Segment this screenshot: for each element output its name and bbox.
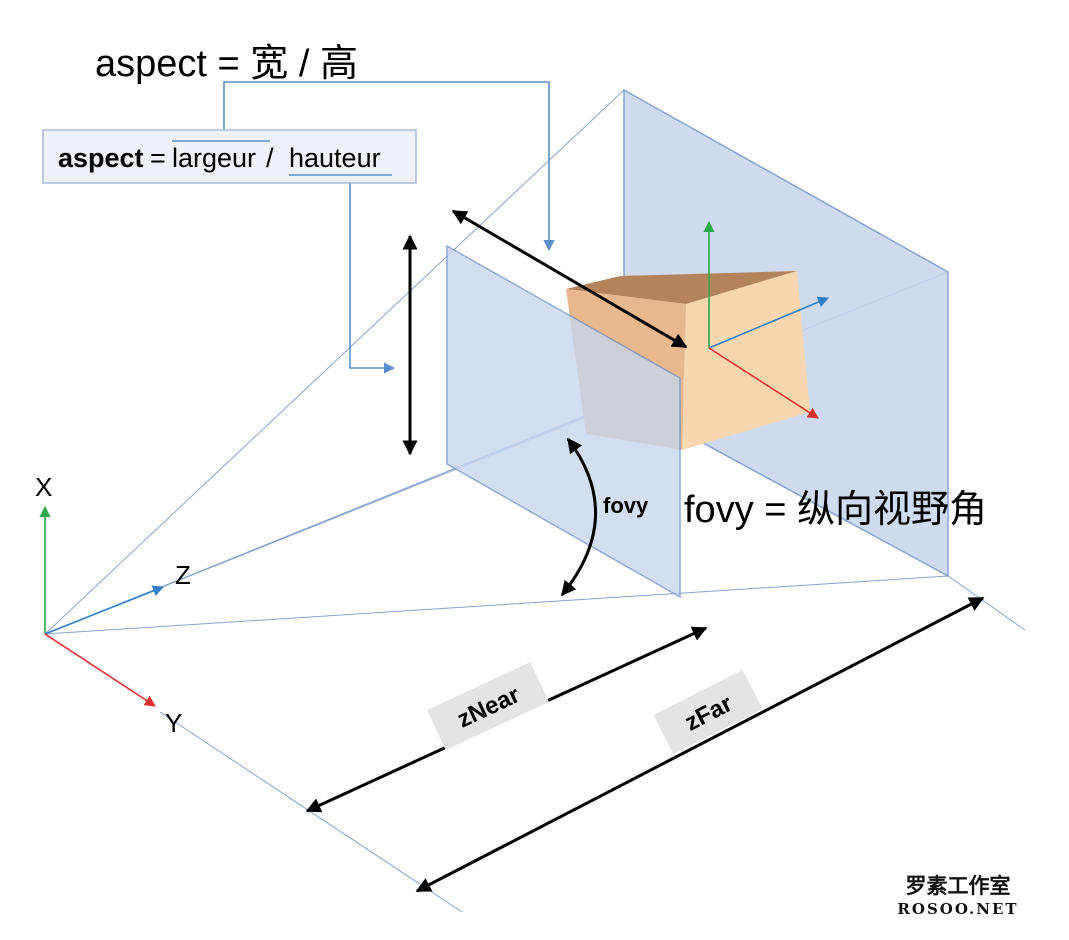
aspect-formula-box <box>42 129 417 184</box>
hauteur-connector-line <box>349 175 396 374</box>
fovy-label: fovy <box>603 493 649 518</box>
z-axis-label: Z <box>175 560 191 590</box>
baseline-line <box>159 711 463 913</box>
fovy-curved-arrow <box>560 437 597 597</box>
origin-y-axis-arrow <box>44 633 156 707</box>
origin-z-axis-arrow <box>44 585 165 635</box>
aspect-slash: / <box>266 143 274 173</box>
watermark-name: 罗素工作室 <box>906 874 1011 898</box>
aspect-numerator: largeur <box>172 143 256 173</box>
zfar-label-background <box>653 669 763 755</box>
znear-label-background <box>427 661 549 751</box>
watermark-site: ROSOO.NET <box>897 900 1018 918</box>
zfar-double-arrow <box>415 596 985 893</box>
width-double-arrow <box>451 209 688 349</box>
zfar-label-group: zFar <box>653 669 763 755</box>
largeur-connector-line <box>223 81 555 252</box>
cube-z-axis-arrow <box>708 296 830 349</box>
znear-label-group: zNear <box>427 661 549 751</box>
x-axis-label: X <box>35 472 52 502</box>
frustum-ray-top-left <box>44 89 625 635</box>
aspect-caption: aspect = 宽 / 高 <box>95 43 358 85</box>
aspect-denominator: hauteur <box>289 143 381 173</box>
y-axis-label: Y <box>165 708 182 738</box>
aspect-equals: = <box>150 143 166 173</box>
cube-right-face <box>682 271 810 450</box>
fovy-caption: fovy = 纵向视野角 <box>684 489 987 531</box>
cube-y-axis-arrow <box>708 347 819 419</box>
aspect-term: aspect <box>58 143 144 173</box>
far-extension-line <box>947 575 1026 631</box>
